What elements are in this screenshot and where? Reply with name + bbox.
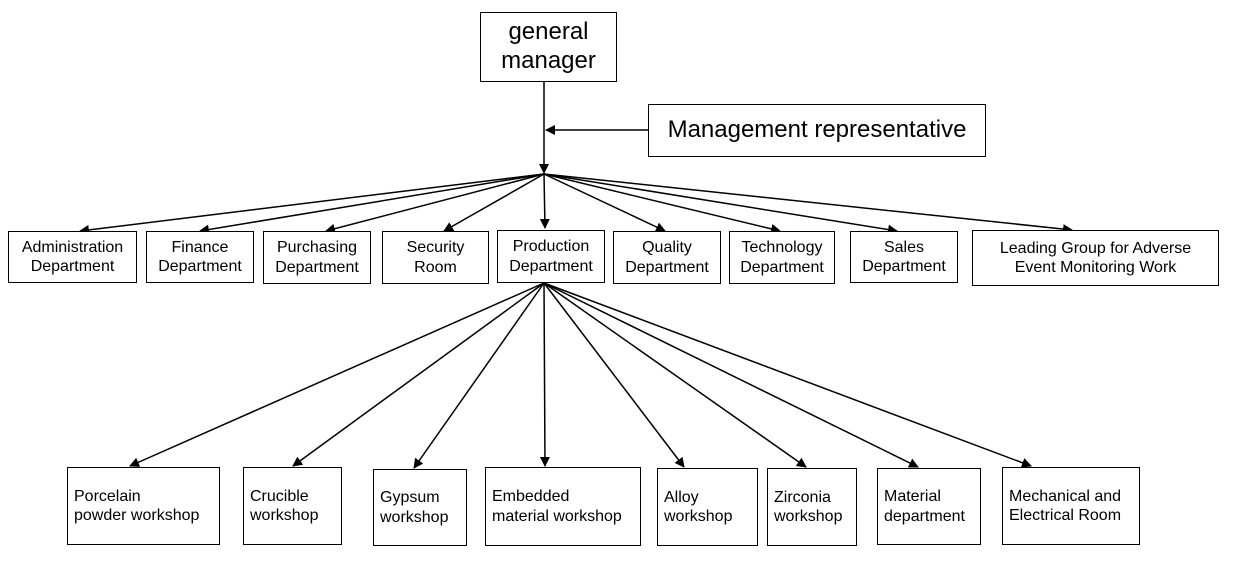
connector-to-alloy: [543, 282, 685, 468]
workshop-gypsum-label: Gypsum workshop: [380, 489, 449, 526]
workshop-embedded-box: Embedded material workshop: [485, 467, 641, 546]
connector-to-crucible: [292, 282, 545, 467]
connector-to-security: [443, 173, 545, 232]
workshop-zirconia-box: Zirconia workshop: [767, 468, 857, 546]
workshop-porcelain-label: Porcelain powder workshop: [74, 487, 200, 524]
dept-adverse-event-box: Leading Group for Adverse Event Monitori…: [972, 230, 1219, 286]
workshop-material-label: Material department: [884, 488, 965, 525]
management-representative-label: Management representative: [667, 116, 967, 144]
dept-administration-label: Administration Department: [21, 238, 124, 275]
connector-to-sales: [543, 173, 898, 235]
workshop-embedded-label: Embedded material workshop: [492, 488, 622, 525]
dept-sales-label: Sales Department: [862, 238, 946, 275]
dept-administration-box: Administration Department: [8, 231, 137, 283]
workshop-gypsum-box: Gypsum workshop: [373, 469, 467, 546]
connector-to-mechanical: [543, 282, 1032, 468]
general-manager-label: general manager: [501, 18, 596, 74]
connector-to-purchasing: [325, 173, 545, 234]
dept-production-label: Production Department: [509, 238, 593, 275]
general-manager-box: general manager: [480, 12, 617, 82]
dept-technology-label: Technology Department: [740, 239, 824, 276]
dept-purchasing-label: Purchasing Department: [275, 239, 359, 276]
dept-technology-box: Technology Department: [729, 231, 835, 284]
dept-sales-box: Sales Department: [850, 231, 958, 283]
workshop-material-box: Material department: [877, 468, 981, 545]
connector-to-material: [543, 282, 919, 468]
connector-to-gypsum: [413, 282, 545, 469]
connector-to-adverse-event: [543, 173, 1073, 235]
dept-adverse-event-label: Leading Group for Adverse Event Monitori…: [999, 239, 1192, 276]
connector-to-administration: [79, 173, 545, 235]
connector-to-embedded: [539, 282, 550, 467]
workshop-alloy-label: Alloy workshop: [664, 488, 733, 525]
dept-security-box: Security Room: [382, 231, 489, 284]
management-representative-box: Management representative: [648, 104, 986, 157]
workshop-mechanical-label: Mechanical and Electrical Room: [1009, 487, 1122, 524]
workshop-zirconia-label: Zirconia workshop: [774, 488, 843, 525]
workshop-mechanical-box: Mechanical and Electrical Room: [1002, 467, 1140, 545]
dept-finance-box: Finance Department: [146, 231, 254, 283]
connector-to-finance: [199, 173, 545, 235]
dept-production-box: Production Department: [497, 230, 605, 283]
workshop-alloy-box: Alloy workshop: [657, 468, 758, 546]
workshop-crucible-label: Crucible workshop: [250, 487, 319, 524]
dept-finance-label: Finance Department: [158, 238, 242, 275]
workshop-crucible-box: Crucible workshop: [243, 467, 342, 545]
connector-to-production: [539, 173, 550, 229]
dept-quality-label: Quality Department: [625, 239, 709, 276]
connector-to-technology: [543, 173, 781, 234]
connector-to-porcelain: [129, 282, 545, 467]
connector-to-quality: [543, 173, 666, 232]
connector-to-zirconia: [543, 282, 807, 468]
dept-quality-box: Quality Department: [613, 231, 721, 284]
dept-purchasing-box: Purchasing Department: [263, 231, 371, 284]
workshop-porcelain-box: Porcelain powder workshop: [67, 467, 220, 545]
dept-security-label: Security Room: [406, 239, 465, 276]
